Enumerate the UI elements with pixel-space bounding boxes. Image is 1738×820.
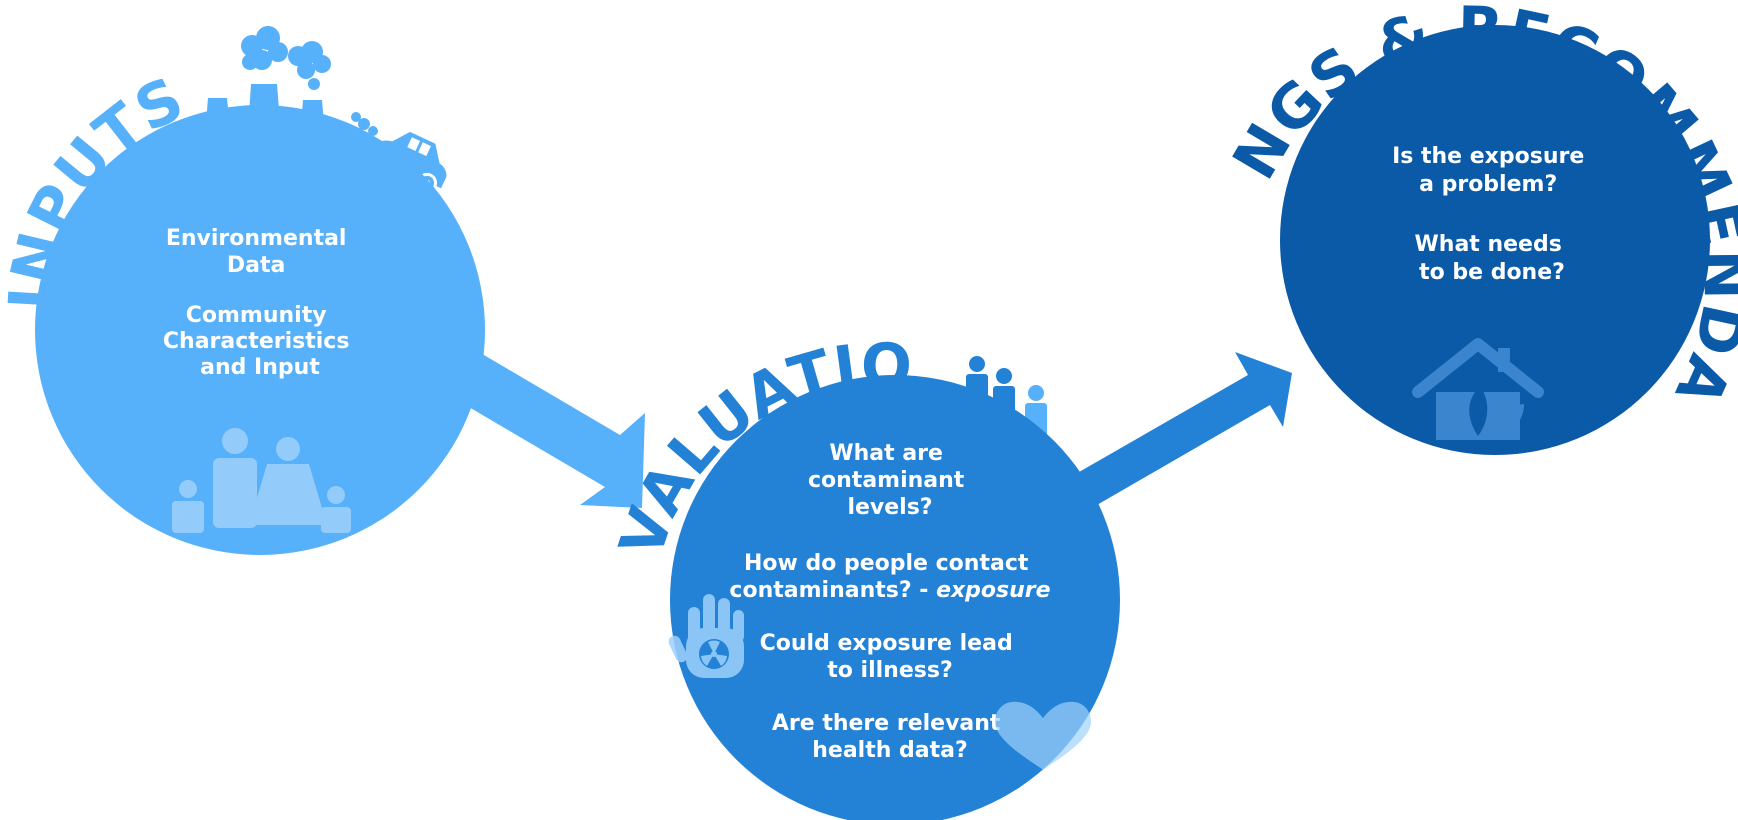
inputs-line: and Input [200,355,320,380]
evaluation-q3-line: to illness? [827,658,952,683]
findings-line: a problem? [1419,172,1557,197]
radiation-hand-icon [668,594,744,678]
evaluation-q2-italic: exposure [936,578,1051,603]
findings-line: What needs [1415,232,1562,257]
evaluation-q2-line: contaminants? - exposure [729,578,1050,603]
evaluation-q1-line: What are [829,441,943,466]
inputs-to-evaluation-arrow [440,338,645,508]
evaluation-q2: How do people contact contaminants? - ex… [729,551,1050,603]
evaluation-q1-line: levels? [847,495,932,520]
evaluation-q4-line: Are there relevant [772,711,1001,736]
findings-line: Is the exposure [1392,144,1584,169]
inputs-circle [35,105,485,555]
evaluation-q3-line: Could exposure lead [760,631,1013,656]
evaluation-q2-line: How do people contact [744,551,1029,576]
inputs-line: Data [227,253,285,278]
inputs-stage: INPUTS Environmental Data Community Char… [0,26,485,555]
inputs-text: Environmental Data Community Characteris… [163,226,357,380]
evaluation-to-findings-arrow [1025,352,1292,535]
evaluation-q4-line: health data? [812,738,968,763]
findings-text: Is the exposure a problem? What needs to… [1392,144,1592,285]
family-icon [172,428,351,533]
eco-house-icon [1412,338,1544,440]
heart-icon [995,701,1091,770]
evaluation-q4: Are there relevant health data? [772,711,1008,763]
findings-circle [1280,25,1710,455]
evaluation-q1-line: contaminant [808,468,965,493]
inputs-line: Community [186,303,327,328]
evaluation-q3: Could exposure lead to illness? [760,631,1021,683]
evaluation-q2-main: contaminants? - [729,578,936,603]
inputs-line: Environmental [166,226,347,251]
inputs-line: Characteristics [163,329,350,354]
findings-line: to be done? [1419,260,1565,285]
evaluation-q1: What are contaminant levels? [808,441,972,520]
